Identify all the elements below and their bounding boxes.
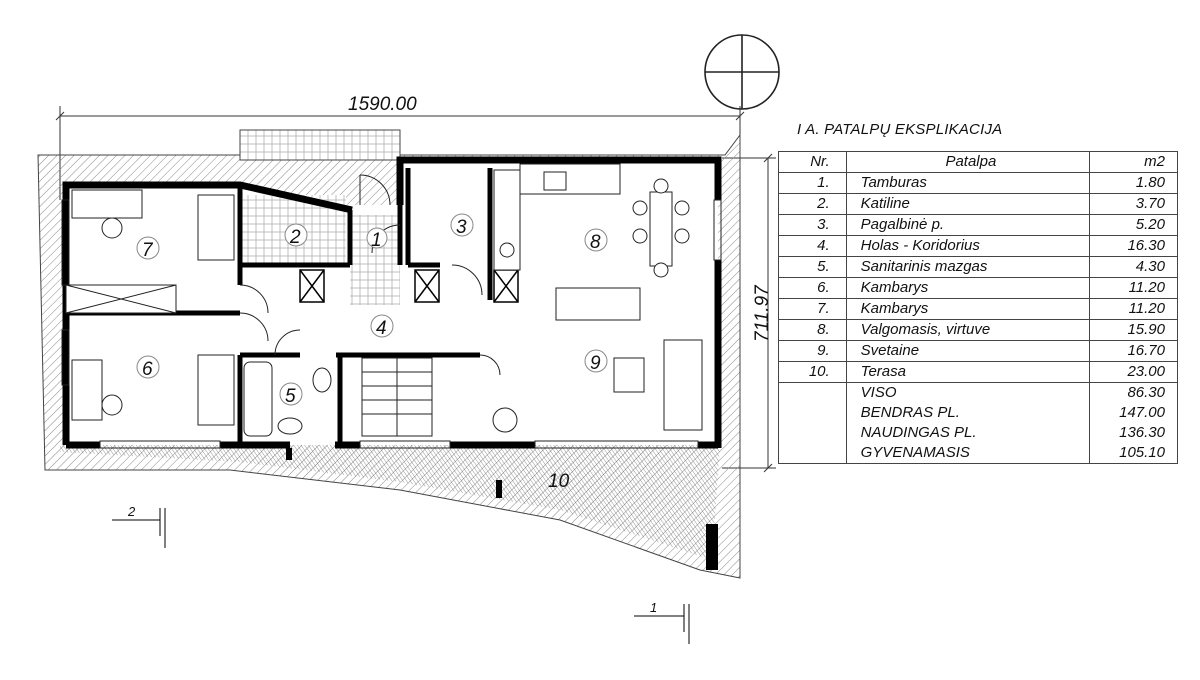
dining-table <box>632 178 690 278</box>
section-marker-2 <box>112 508 166 548</box>
row-name: Katiline <box>845 193 1091 215</box>
room-labels: 1 2 3 4 5 6 7 8 9 10 <box>136 213 608 492</box>
kitchen-counter <box>493 163 621 271</box>
header-area: m2 <box>1089 151 1178 173</box>
row-area: 5.20 <box>1089 214 1178 236</box>
total-name: NAUDINGAS PL. <box>845 423 1091 443</box>
width-dimension-label: 1590.00 <box>348 94 417 115</box>
room-label-1: 1 <box>371 230 382 251</box>
room-schedule: I A. PATALPŲ EKSPLIKACIJA Nr. Patalpa m2… <box>778 121 1190 464</box>
row-name: Kambarys <box>845 277 1091 299</box>
schedule-total-row: NAUDINGAS PL.136.30 <box>778 423 1178 443</box>
row-area: 4.30 <box>1089 256 1178 278</box>
room-label-5: 5 <box>285 386 296 407</box>
section-marker-1 <box>634 604 690 644</box>
row-nr: 9. <box>778 340 847 362</box>
section-marker-1-label: 1 <box>650 600 657 615</box>
row-nr: 8. <box>778 319 847 341</box>
total-area: 147.00 <box>1089 403 1178 423</box>
total-name: BENDRAS PL. <box>845 403 1091 423</box>
room-label-3: 3 <box>456 217 467 238</box>
row-name: Tamburas <box>845 172 1091 194</box>
schedule-total-row: BENDRAS PL.147.00 <box>778 403 1178 423</box>
total-nr <box>778 423 847 443</box>
room-label-7: 7 <box>142 240 154 261</box>
row-nr: 1. <box>778 172 847 194</box>
row-name: Holas - Koridorius <box>845 235 1091 257</box>
row-nr: 2. <box>778 193 847 215</box>
floor-plan-drawing: 1590.00 711.97 <box>37 34 780 644</box>
row-nr: 3. <box>778 214 847 236</box>
schedule-header-row: Nr. Patalpa m2 <box>778 151 1178 173</box>
columns <box>299 269 519 303</box>
total-nr <box>778 403 847 423</box>
total-nr <box>778 382 847 403</box>
beds <box>65 194 235 426</box>
stairs <box>361 357 433 437</box>
row-name: Valgomasis, virtuve <box>845 319 1091 341</box>
height-dimension-label: 711.97 <box>752 284 773 342</box>
row-area: 3.70 <box>1089 193 1178 215</box>
room-label-10: 10 <box>548 471 570 492</box>
room-label-2: 2 <box>289 227 301 248</box>
section-marker-2-label: 2 <box>127 504 136 519</box>
total-area: 86.30 <box>1089 382 1178 403</box>
north-arrow-icon <box>704 34 780 110</box>
bathroom-fixtures <box>243 361 332 437</box>
row-name: Sanitarinis mazgas <box>845 256 1091 278</box>
room-label-9: 9 <box>590 353 601 374</box>
header-name: Patalpa <box>845 151 1091 173</box>
room-label-8: 8 <box>590 232 601 253</box>
row-nr: 6. <box>778 277 847 299</box>
schedule-row: 3.Pagalbinė p.5.20 <box>778 214 1178 236</box>
room-label-4: 4 <box>376 318 387 339</box>
row-area: 23.00 <box>1089 361 1178 383</box>
total-nr <box>778 443 847 464</box>
row-area: 11.20 <box>1089 277 1178 299</box>
total-name: GYVENAMASIS <box>845 443 1091 464</box>
total-area: 105.10 <box>1089 443 1178 464</box>
row-name: Svetaine <box>845 340 1091 362</box>
row-area: 1.80 <box>1089 172 1178 194</box>
windows <box>61 199 722 449</box>
row-nr: 4. <box>778 235 847 257</box>
terrace-posts <box>286 448 718 570</box>
living-furniture <box>492 287 703 433</box>
desks <box>71 189 143 421</box>
row-nr: 7. <box>778 298 847 320</box>
row-area: 15.90 <box>1089 319 1178 341</box>
row-name: Kambarys <box>845 298 1091 320</box>
row-name: Terasa <box>845 361 1091 383</box>
row-name: Pagalbinė p. <box>845 214 1091 236</box>
row-nr: 10. <box>778 361 847 383</box>
row-nr: 5. <box>778 256 847 278</box>
schedule-title: I A. PATALPŲ EKSPLIKACIJA <box>797 121 1003 138</box>
row-area: 16.70 <box>1089 340 1178 362</box>
row-area: 11.20 <box>1089 298 1178 320</box>
row-area: 16.30 <box>1089 235 1178 257</box>
total-name: VISO <box>845 382 1091 403</box>
room-label-6: 6 <box>142 359 153 380</box>
total-area: 136.30 <box>1089 423 1178 443</box>
header-nr: Nr. <box>778 151 847 173</box>
